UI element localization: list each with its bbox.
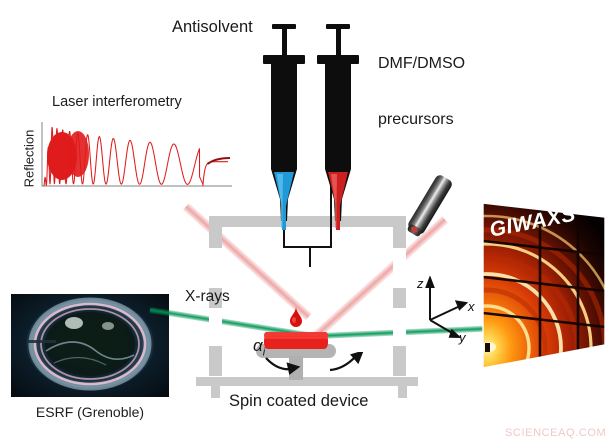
chamber-window-right-lower xyxy=(393,308,406,346)
chamber-top-bar xyxy=(209,216,406,227)
axis-label-x: x xyxy=(468,299,475,314)
xrays-label: X-rays xyxy=(185,288,230,305)
watermark: SCIENCEAQ.COM xyxy=(505,427,605,439)
syringe-plunger-rod xyxy=(336,29,341,55)
syringe-plunger-cap xyxy=(272,24,296,29)
coordinate-axes-triad: z x y xyxy=(414,275,484,345)
spin-coated-device-label: Spin coated device xyxy=(229,392,369,410)
chamber-leg-left xyxy=(211,386,220,398)
incidence-angle-label: αi xyxy=(253,336,265,359)
chamber-window-left-lower xyxy=(209,308,222,346)
incidence-angle-symbol: α xyxy=(253,336,263,355)
chamber-window-left xyxy=(209,248,222,288)
syringe-flange xyxy=(317,55,359,64)
rotation-arrows xyxy=(262,350,372,382)
chamber-base-bar xyxy=(196,377,418,386)
syringe-fluid-precursor xyxy=(325,172,351,230)
precursors-label-line2: precursors xyxy=(378,111,454,129)
antisolvent-label: Antisolvent xyxy=(172,18,253,36)
incidence-angle-subscript: i xyxy=(262,346,266,359)
antisolvent-syringe xyxy=(263,24,305,230)
precursors-label-line1: DMF/DMSO xyxy=(378,54,466,72)
chamber-window-right xyxy=(393,248,406,288)
interferometry-y-axis-label: Reflection xyxy=(21,129,37,188)
giwaxs-detector-panel: GIWAXS xyxy=(468,202,605,369)
spin-coater-chamber xyxy=(209,216,406,376)
interferometry-plot xyxy=(36,118,236,190)
substrate-film-top xyxy=(264,332,328,339)
precursors-label: DMF/DMSO precursors xyxy=(378,17,465,168)
syringe-fluid-antisolvent xyxy=(271,172,297,230)
axis-label-z: z xyxy=(417,276,424,291)
substrate-and-chuck xyxy=(256,332,336,380)
syringe-barrel xyxy=(271,64,297,169)
chamber-right-post xyxy=(393,216,406,376)
syringe-barrel xyxy=(325,64,351,169)
syringe-plunger-cap xyxy=(326,24,350,29)
syringe-plunger-rod xyxy=(282,29,287,55)
esrf-synchrotron-photo xyxy=(10,293,170,398)
chamber-leg-right xyxy=(398,386,407,398)
laser-interferometry-panel: Laser interferometry Reflection xyxy=(14,94,246,199)
precursor-syringe xyxy=(317,24,359,230)
syringe-flange xyxy=(263,55,305,64)
esrf-caption: ESRF (Grenoble) xyxy=(35,404,145,420)
precursor-droplet xyxy=(289,306,303,328)
interferometry-title: Laser interferometry xyxy=(52,94,182,110)
axis-label-y: y xyxy=(459,330,466,345)
